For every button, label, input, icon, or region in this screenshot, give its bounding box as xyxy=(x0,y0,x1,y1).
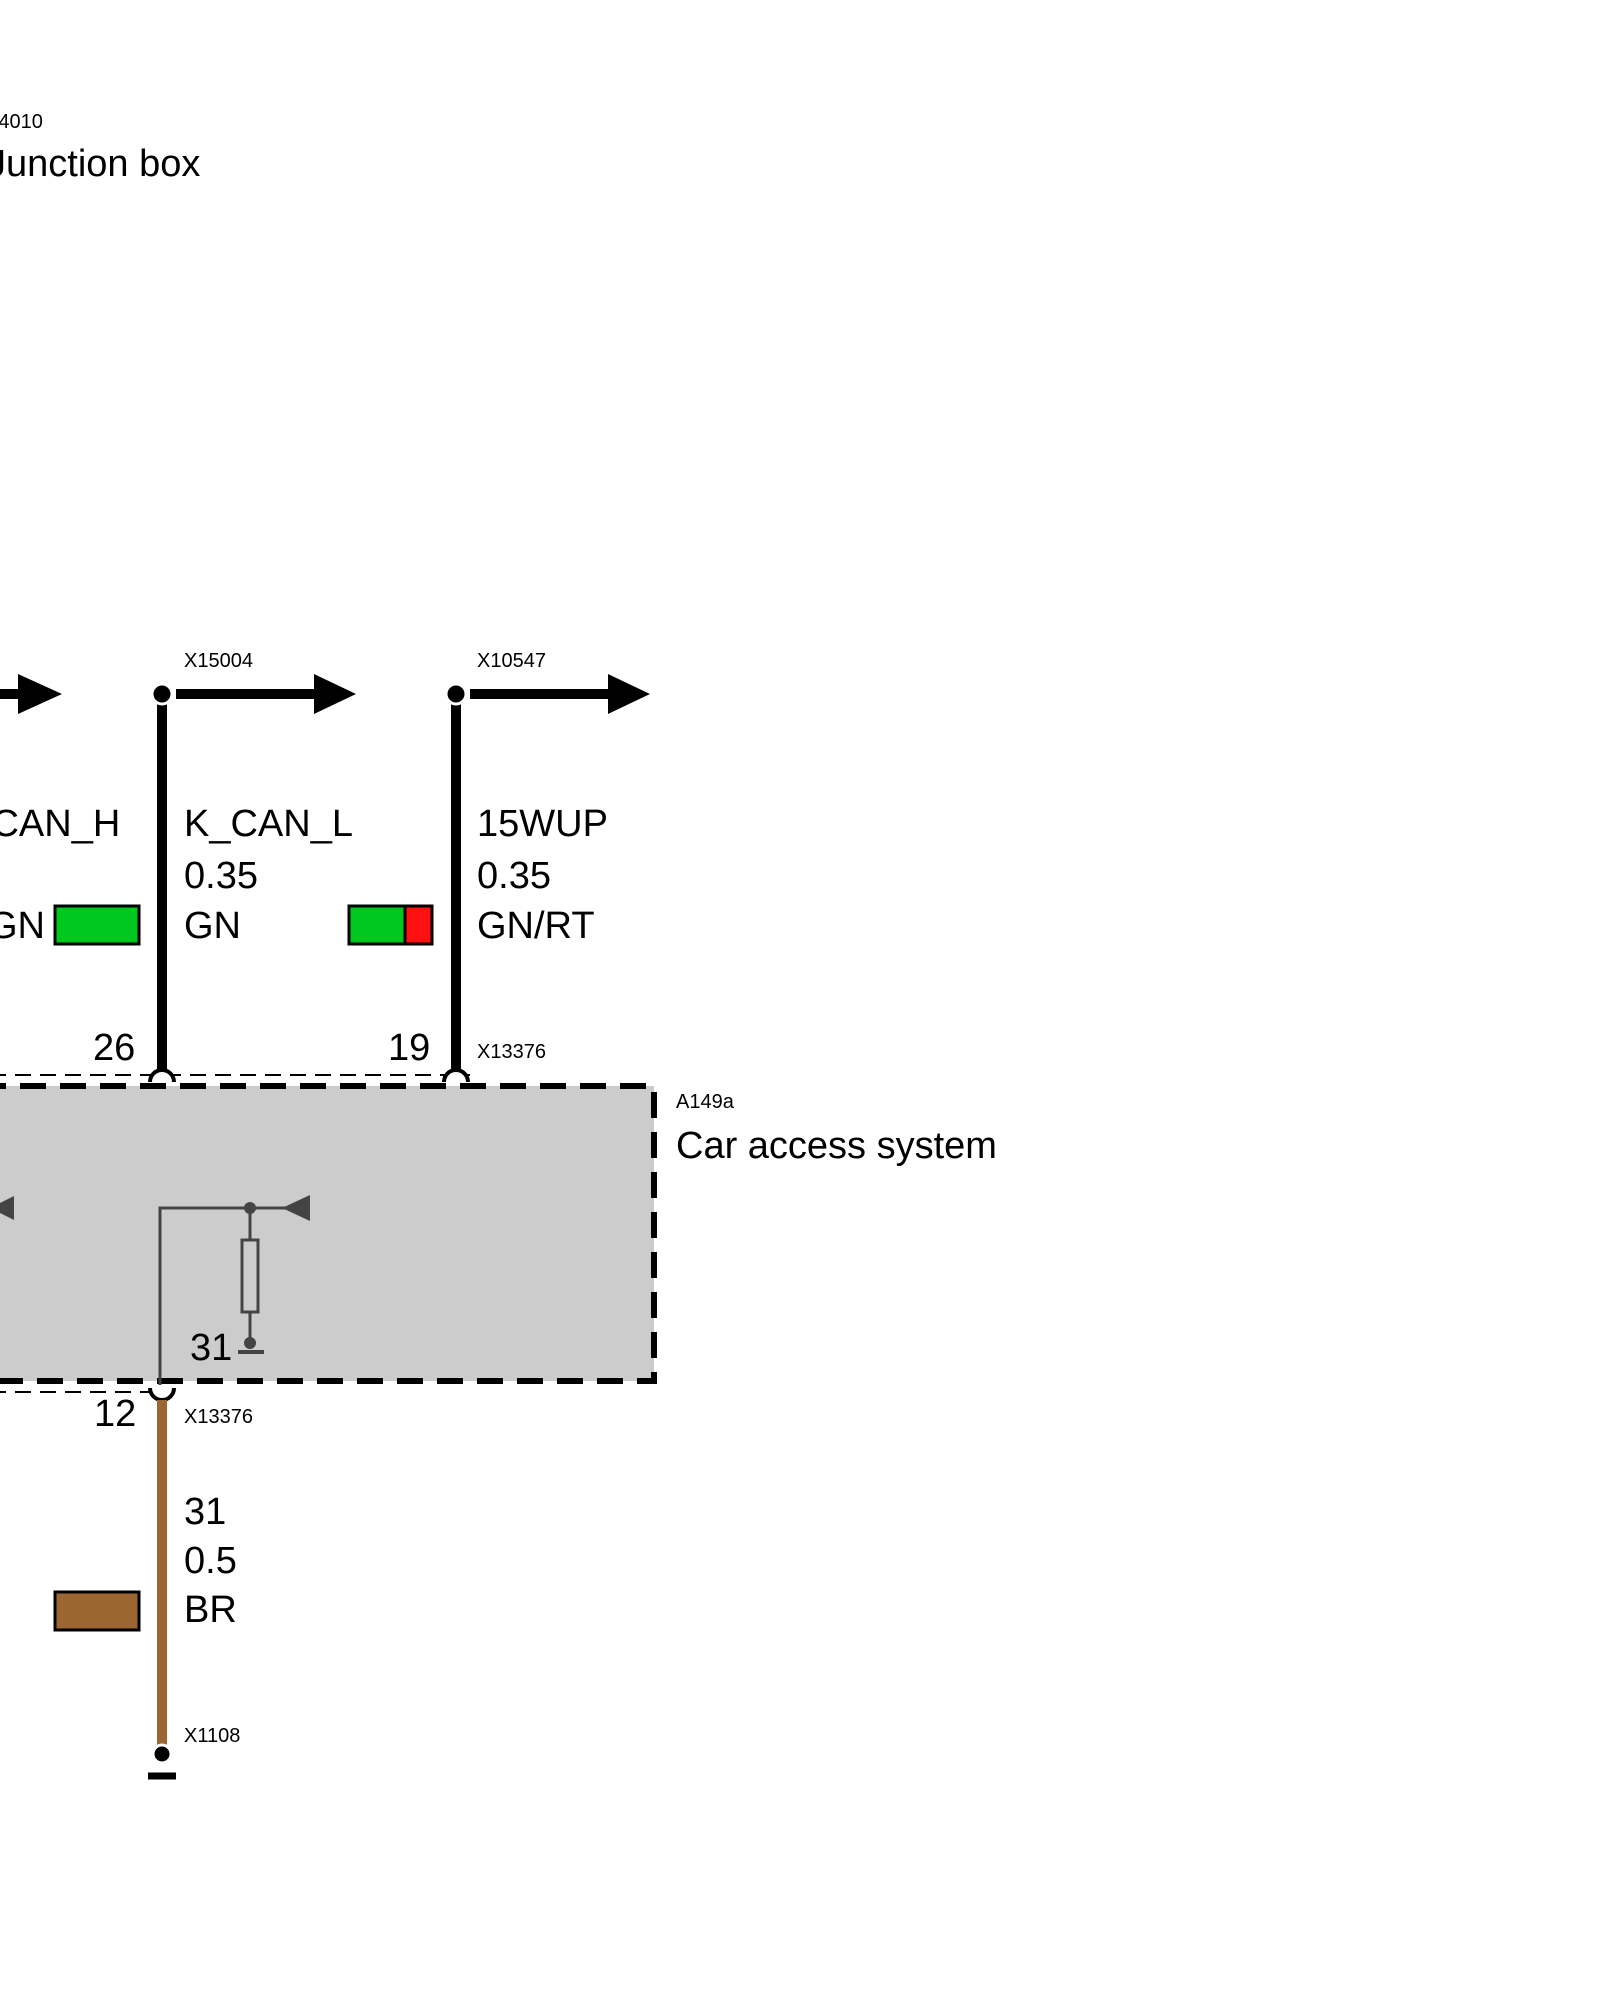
car-access-system-id: A149a xyxy=(676,1091,735,1113)
wire-15wup-color-code: GN/RT xyxy=(477,905,595,947)
wire-kcan-l-terminal xyxy=(150,682,174,706)
wire-ground-connector-bottom: X1108 xyxy=(184,1725,240,1747)
wire-15wup-signal: 15WUP xyxy=(477,803,608,845)
wire-kcan-l-connector: X15004 xyxy=(184,650,253,672)
wire-15wup-arrow-head xyxy=(608,674,650,714)
wire-15wup-terminal xyxy=(444,682,468,706)
pin-19-socket xyxy=(442,1068,470,1083)
wire-ground-pin: 12 xyxy=(94,1393,136,1435)
internal-resistor xyxy=(240,1238,260,1314)
left-wire-arrow-head xyxy=(18,674,62,714)
wire-15wup-cross-section: 0.35 xyxy=(477,855,551,897)
wire-kcan-l-cross-section: 0.35 xyxy=(184,855,258,897)
internal-ground-label: 31 xyxy=(190,1327,232,1369)
car-access-system-title: Car access system xyxy=(676,1125,997,1167)
wire-15wup-color-swatch-red xyxy=(403,904,434,946)
junction-box-id: A4010 xyxy=(0,111,43,133)
junction-box-title: Junction box xyxy=(0,143,200,185)
pin-26-socket xyxy=(148,1068,176,1083)
left-wire-signal: K_CAN_H xyxy=(0,803,120,845)
internal-ground-node xyxy=(244,1337,256,1349)
wire-kcan-l-color-code: GN xyxy=(184,905,241,947)
wire-15wup-pin: 19 xyxy=(388,1027,430,1069)
internal-right-arrow-head xyxy=(282,1195,310,1221)
wire-ground-color-code: BR xyxy=(184,1589,237,1631)
wire-kcan-l-arrow-head xyxy=(314,674,356,714)
pin-12-socket xyxy=(148,1387,176,1402)
wire-ground-terminal xyxy=(151,1743,173,1765)
wire-ground-cross-section: 0.5 xyxy=(184,1540,237,1582)
wire-ground-signal: 31 xyxy=(184,1491,226,1533)
internal-left-arrow-head xyxy=(0,1196,14,1220)
wire-kcan-l-signal: K_CAN_L xyxy=(184,803,353,845)
left-wire-color-code: GN xyxy=(0,905,45,947)
wire-15wup-connector-top: X10547 xyxy=(477,650,546,672)
wire-kcan-l-color-swatch xyxy=(53,904,141,946)
wire-kcan-l-pin: 26 xyxy=(93,1027,135,1069)
wire-15wup-connector-bottom: X13376 xyxy=(477,1041,546,1063)
wire-15wup-color-swatch-green xyxy=(347,904,407,946)
wire-ground-color-swatch xyxy=(53,1590,141,1632)
car-access-system-box xyxy=(0,1083,657,1384)
wire-ground-connector-top: X13376 xyxy=(184,1406,253,1428)
internal-circuit-line xyxy=(158,1206,288,1385)
